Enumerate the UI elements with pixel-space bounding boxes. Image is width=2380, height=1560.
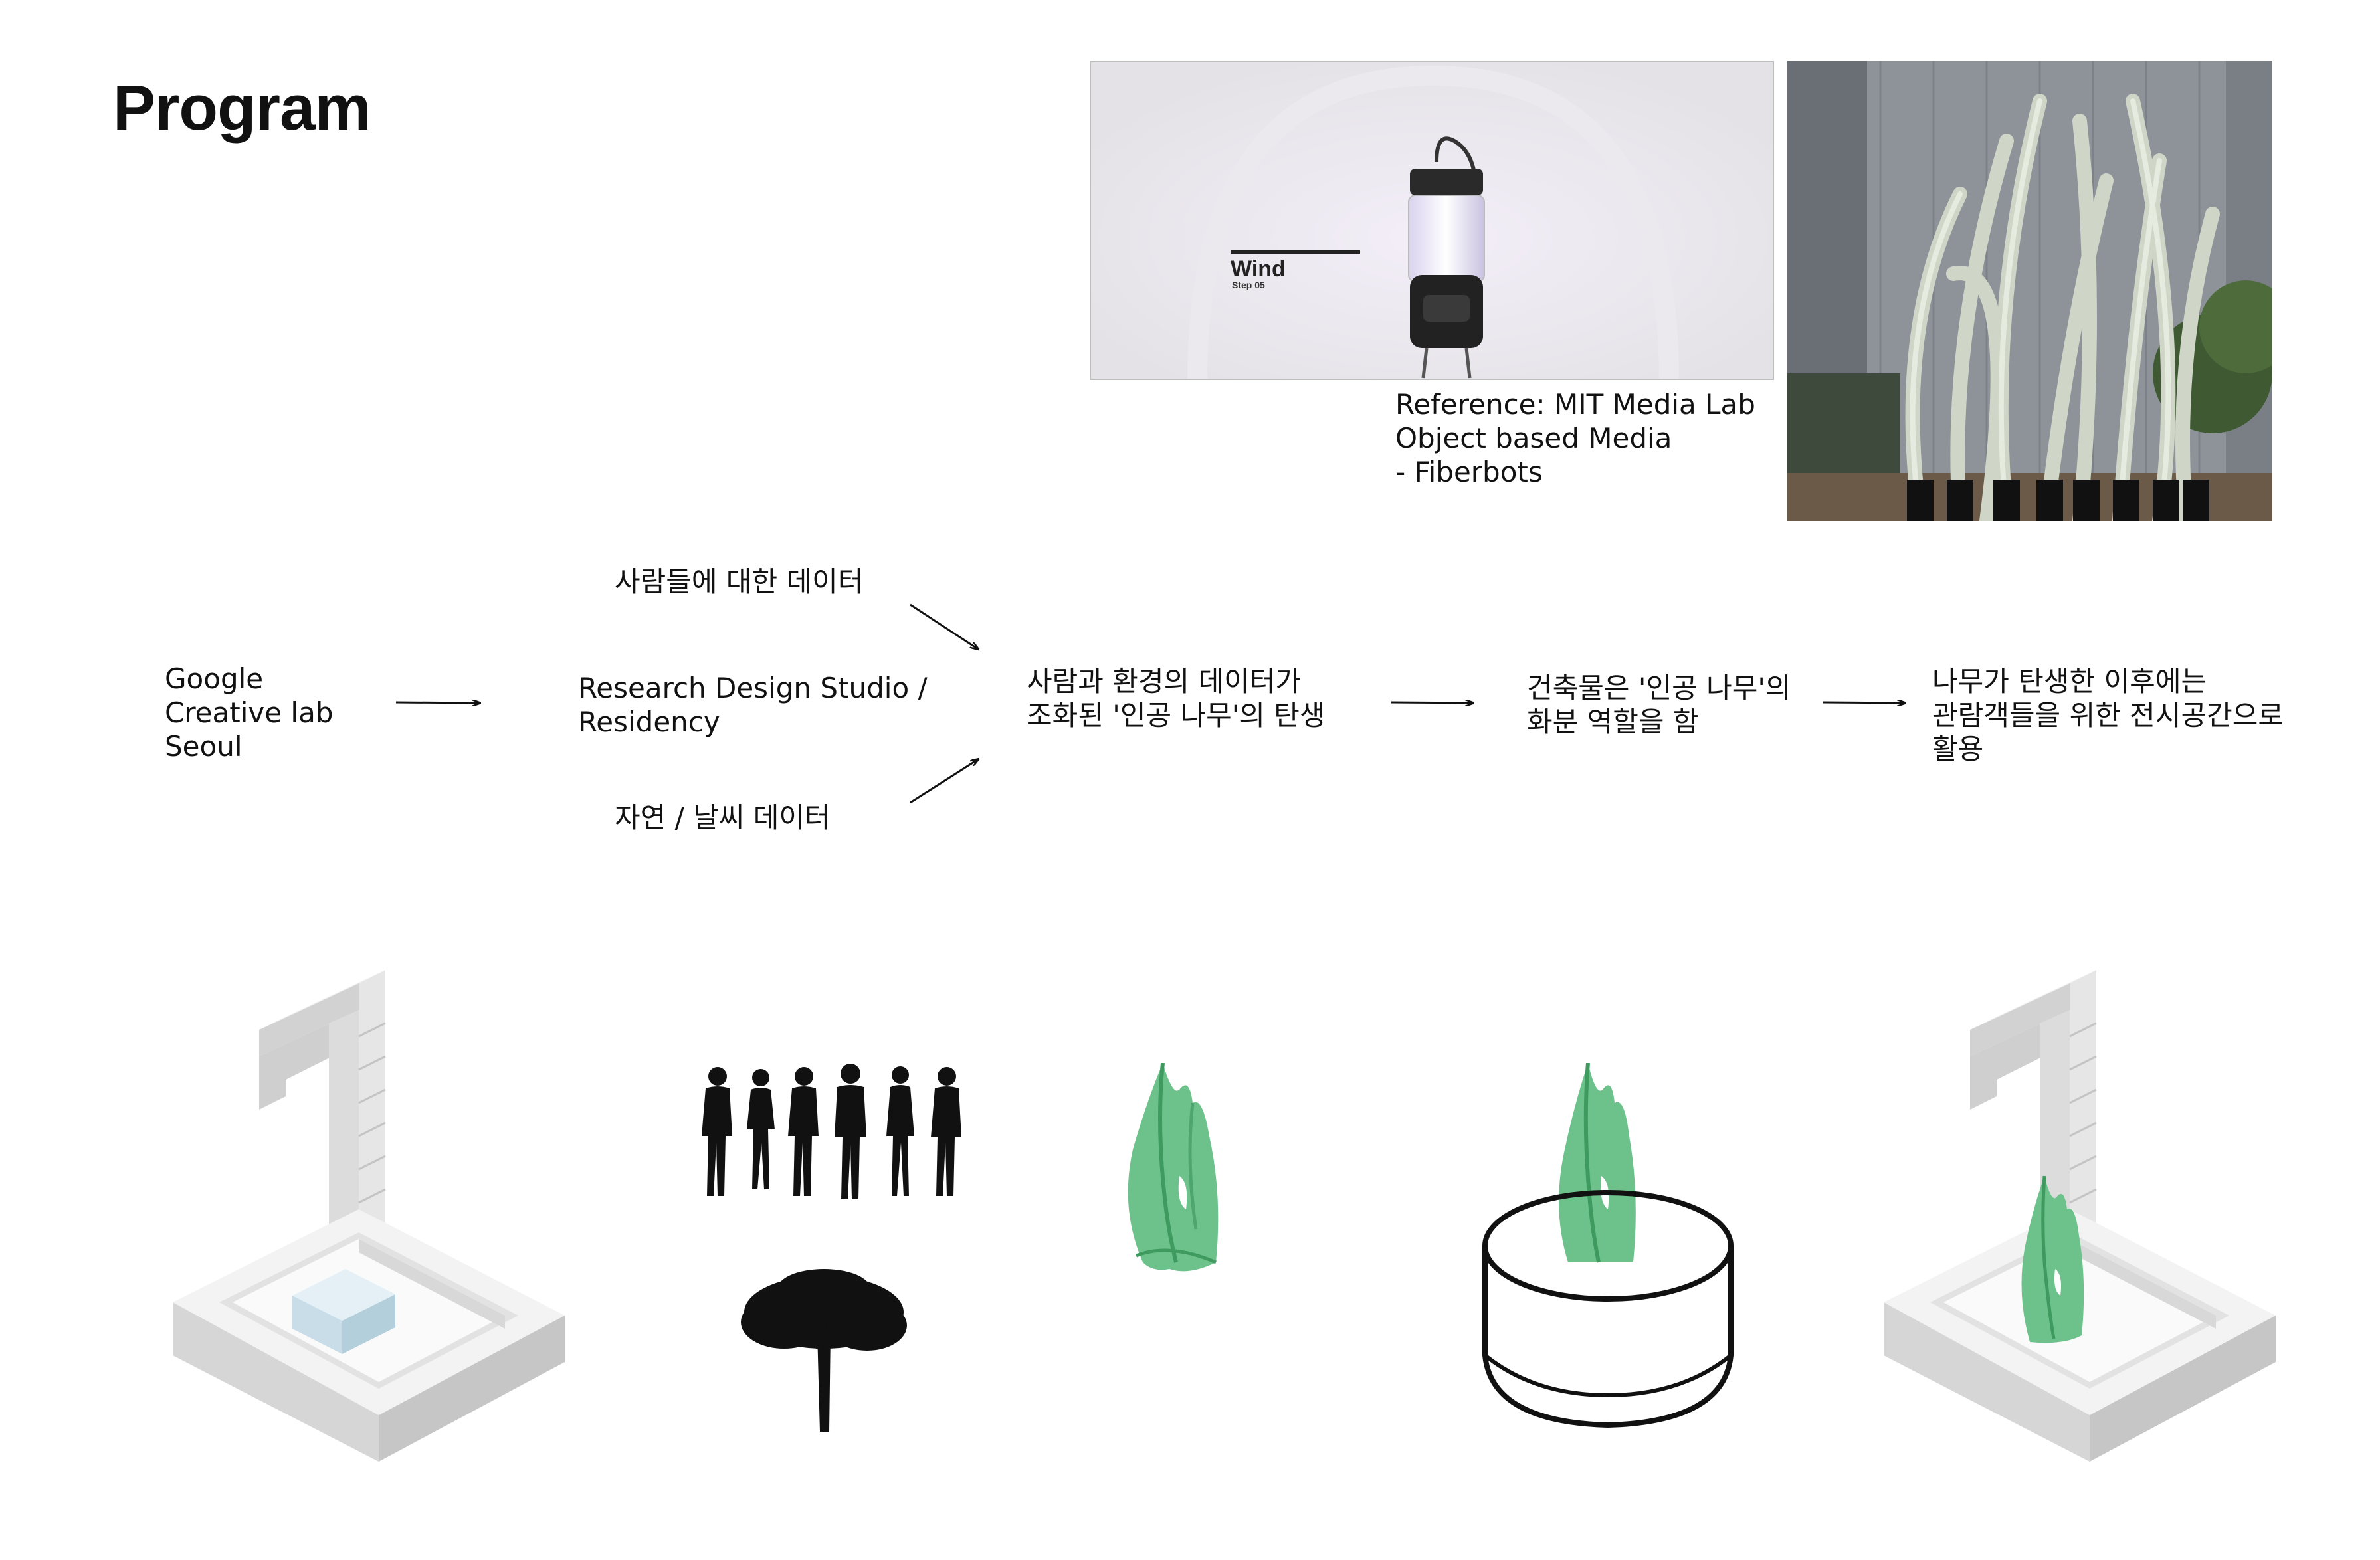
pot-node-text: 건축물은 '인공 나무'의 화분 역할을 함	[1527, 671, 1791, 739]
after-line: 활용	[1932, 733, 1984, 765]
pot-line: 건축물은 '인공 나무'의	[1527, 672, 1791, 704]
start-line: Seoul	[165, 730, 243, 763]
after-node-text: 나무가 탄생한 이후에는 관람객들을 위한 전시공간으로 활용	[1932, 664, 2284, 766]
arrow-icon	[1391, 702, 1473, 703]
planter-icon	[1482, 1063, 1741, 1435]
reference-video-frame: Wind Step 05	[1090, 61, 1774, 380]
birth-line: 사람과 환경의 데이터가	[1027, 665, 1302, 698]
after-line: 관람객들을 위한 전시공간으로	[1932, 699, 2284, 731]
arrow-icon	[395, 702, 480, 703]
start-line: Creative lab	[165, 696, 334, 729]
arrow-icon	[910, 759, 978, 804]
start-line: Google	[165, 662, 264, 695]
pot-line: 화분 역할을 함	[1527, 706, 1699, 738]
video-label: Wind	[1231, 256, 1286, 282]
studio-node-text: Research Design Studio / Residency	[578, 671, 928, 739]
people-silhouettes-icon	[691, 1063, 983, 1203]
artificial-tree-icon	[1559, 1063, 1636, 1263]
nature-data-label: 자연 / 날씨 데이터	[615, 801, 831, 834]
studio-line: Residency	[578, 706, 720, 738]
reference-caption: Reference: MIT Media Lab Object based Me…	[1395, 387, 1755, 489]
arrow-icon	[1823, 702, 1905, 703]
birth-line: 조화된 '인공 나무'의 탄생	[1027, 699, 1326, 731]
after-line: 나무가 탄생한 이후에는	[1932, 665, 2207, 698]
start-node-text: Google Creative lab Seoul	[165, 662, 334, 763]
page-title: Program	[113, 72, 371, 144]
tree-silhouette-icon	[738, 1266, 910, 1432]
building-icon	[159, 957, 571, 1462]
video-sublabel: Step 05	[1232, 280, 1265, 290]
artificial-tree-icon	[1116, 1063, 1229, 1282]
studio-line: Research Design Studio /	[578, 672, 928, 704]
fiberbot-device-icon	[1408, 136, 1485, 379]
reference-photo	[1787, 61, 2272, 521]
caption-line: - Fiberbots	[1395, 456, 1543, 488]
birth-node-text: 사람과 환경의 데이터가 조화된 '인공 나무'의 탄생	[1027, 664, 1326, 732]
artificial-tree-icon	[2021, 1175, 2084, 1343]
people-data-label: 사람들에 대한 데이터	[615, 565, 864, 598]
caption-line: Object based Media	[1395, 422, 1672, 454]
building-with-tree-icon	[1870, 957, 2282, 1462]
caption-line: Reference: MIT Media Lab	[1395, 388, 1755, 421]
arrow-icon	[910, 603, 978, 649]
